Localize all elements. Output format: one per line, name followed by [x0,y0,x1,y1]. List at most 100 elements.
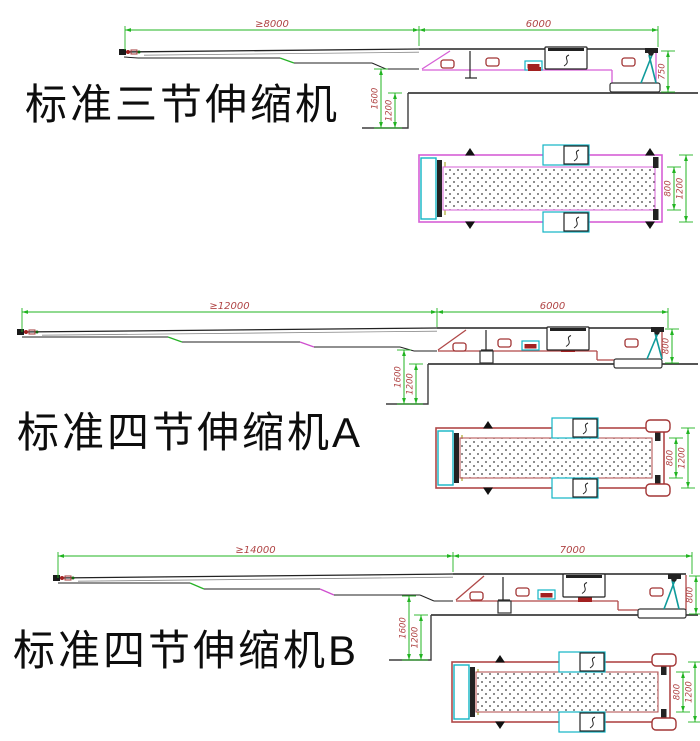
cad-path [125,28,131,32]
mount-pad [497,338,512,348]
corner-bracket [645,483,671,497]
boom-head-pulley [119,49,141,55]
cad-line [648,54,657,84]
cad-circle [648,50,654,56]
cad-rect [563,212,589,232]
cad-rect [440,59,455,69]
dimension-label: 750 [658,63,668,79]
cad-line [167,336,183,343]
machine-body [453,573,687,619]
cad-line [121,48,420,53]
ground-profile [389,614,698,661]
mount-pad [621,57,636,67]
cad-line [419,594,435,602]
cad-path [431,310,437,314]
cad-path [455,575,485,601]
cad-rect [579,712,605,732]
s-symbol-box [542,211,590,233]
dimension-label: 6000 [540,301,565,312]
clamp-triangle [645,221,655,229]
cad-rect [119,49,126,55]
cad-rect [548,48,584,51]
cad-rect [515,587,530,597]
section-3-title: 标准四节伸缩机B [13,627,360,674]
cad-path [437,310,443,314]
corner-block [653,157,659,168]
electric-cabinet-box [544,46,588,70]
cad-rect [645,419,671,433]
cad-rect [655,475,661,486]
cad-path [402,398,406,404]
cad-circle [71,576,75,580]
cad-line [654,332,663,360]
mount-pad [485,57,500,67]
cad-rect [524,344,537,349]
cad-path [379,122,383,128]
electric-cabinet-box [546,326,590,351]
cad-rect [420,157,437,220]
cad-line [41,330,438,336]
rear-foot-plate [613,358,663,369]
cad-rect [479,350,494,364]
cad-path [694,576,698,582]
cad-line [399,346,415,352]
cad-path [465,221,475,229]
cad-rect [572,478,598,498]
cad-rect [578,597,592,602]
red-block [528,67,541,71]
cad-rect [453,664,470,720]
cad-circle [654,329,660,335]
cad-path [686,554,692,558]
cad-path [495,655,505,663]
cad-rect [655,430,661,441]
head-roller-bar [470,667,475,717]
cad-circle [24,330,28,334]
cad-rect [527,64,540,69]
cad-circle [126,50,130,54]
boom-head-pulley [53,575,75,581]
clamp-triangle [645,148,655,156]
cad-path [672,167,676,173]
cad-path [681,706,685,712]
cad-line [123,56,139,59]
cad-rect [572,418,598,438]
cad-rect [653,157,659,168]
cad-rect [609,82,661,93]
corner-bracket [645,419,671,433]
mount-pad [624,338,639,348]
mount-pad [469,591,484,601]
cad-path [413,28,419,32]
head-roller-bar [454,433,459,483]
electric-cabinet-box [562,573,606,598]
ground-profile [386,363,698,405]
cad-path [414,398,418,404]
cad-path [563,54,570,67]
cad-path [393,122,397,128]
cad-path [565,335,572,347]
cad-path [421,50,451,70]
cad-rect [442,166,656,211]
cad-line [19,327,438,333]
cad-path [379,69,383,75]
cad-path [666,86,670,92]
dimension-label: 1200 [685,681,695,703]
cad-path [582,482,589,495]
cad-path [465,148,475,156]
clamp-triangle [483,487,493,495]
cad-rect [53,575,60,581]
head-pulley-cap [453,664,470,720]
cad-rect [649,587,664,597]
cad-rect [485,57,500,67]
machine-body [437,326,664,369]
boom-head-pulley [17,329,39,335]
cad-rect [452,342,467,352]
cad-path [645,148,655,156]
cad-path [58,554,64,558]
cad-rect [437,160,442,217]
